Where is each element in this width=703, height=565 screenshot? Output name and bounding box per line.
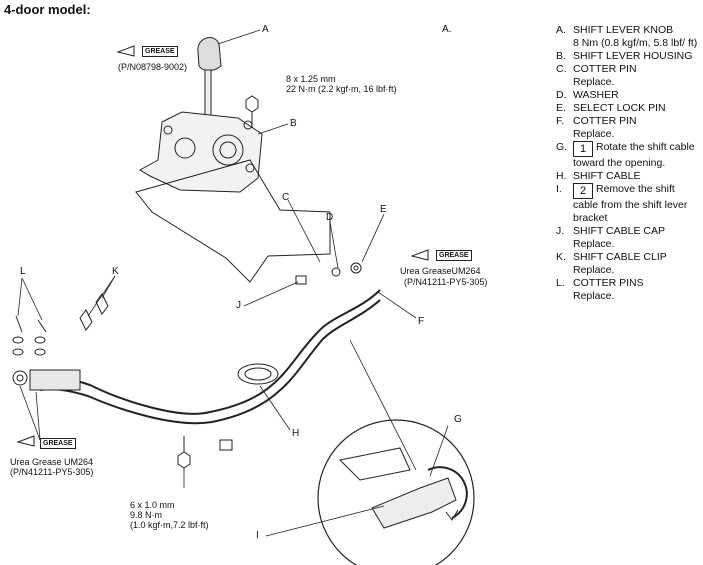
shift-knob-shape [197,37,222,71]
callout-f: F [418,316,425,327]
grease-tube-top-icon [116,45,135,57]
legend-item: H. SHIFT CABLE [556,170,701,183]
callout-i: I [256,530,259,541]
shift-lever-housing-shape [139,111,263,193]
legend-text: COTTER PINS [573,277,644,289]
legend-letter: J. [556,225,565,237]
urea-right-part-number: (P/N41211-PY5-305) [404,277,488,287]
legend-text: SHIFT CABLE CLIP [573,251,667,263]
legend-letter: B. [556,50,566,62]
legend-note: Replace. [573,238,615,250]
legend-letter: G. [556,141,568,153]
grease-top-part-number: (P/N08798-9002) [118,62,188,72]
bracket-outline [135,159,331,283]
bolt-top-size: 8 x 1.25 mm [286,74,336,84]
legend-letter: I. [556,183,562,195]
legend-text: COTTER PIN [573,63,637,75]
legend-note: Replace. [573,76,615,88]
legend-text: SHIFT LEVER HOUSING [573,50,693,62]
bolt-bottom-size: 6 x 1.0 mm [130,500,175,510]
grease-tube-right-icon [410,249,429,261]
page-title: 4-door model: [4,2,91,17]
legend-letter: E. [556,102,566,114]
urea-left-name: Urea Grease UM264 [10,457,94,467]
step-number-box: 1 [573,141,593,157]
legend-text: SHIFT LEVER KNOB [573,24,674,36]
grease-tube-left-icon [16,435,35,447]
legend-text: WASHER [573,89,619,101]
detail-circle [317,419,475,565]
legend-item: A. SHIFT LEVER KNOB [556,24,701,37]
legend-text: COTTER PIN [573,115,637,127]
urea-right-tag: GREASE [436,250,472,261]
legend-text: SHIFT CABLE [573,170,641,182]
legend-item: D. WASHER [556,89,701,102]
legend-item: F. COTTER PIN [556,115,701,128]
legend-letter: D. [556,89,567,101]
callout-b: B [290,118,297,129]
urea-left-tag: GREASE [40,438,76,449]
callout-l: L [20,266,26,277]
legend-item: L. COTTER PINS [556,277,701,290]
legend-item: K. SHIFT CABLE CLIP [556,251,701,264]
legend-letter: C. [556,63,567,75]
callout-g: G [454,414,462,425]
legend-text: SHIFT CABLE CAP [573,225,665,237]
callout-h: H [292,428,300,439]
view-label: A. [442,24,452,35]
callout-c: C [282,192,290,203]
bolt-bottom-torque-imperial: (1.0 kgf·m,7.2 lbf·ft) [130,520,209,530]
legend-item: J. SHIFT CABLE CAP [556,225,701,238]
legend-letter: H. [556,170,567,182]
legend-letter: K. [556,251,566,263]
grease-top-tag: GREASE [142,46,178,57]
bolt-top-torque: 22 N·m (2.2 kgf·m, 16 lbf·ft) [286,84,397,94]
urea-left-part-number: (P/N41211-PY5-305) [10,467,94,477]
bolt-bottom-torque: 9.8 N·m [130,510,163,520]
callout-a: A [262,24,269,35]
legend-note: 8 Nm (0.8 kgf/m, 5.8 lbf/ ft) [573,37,698,49]
legend-letter: L. [556,277,565,289]
legend-letter: A. [556,24,566,36]
shift-cable-path [39,289,381,415]
legend-note: Replace. [573,128,615,140]
legend-item: B. SHIFT LEVER HOUSING [556,50,701,63]
shift-lever-rod [204,69,212,121]
callout-j: J [236,300,241,311]
legend-item: E. SELECT LOCK PIN [556,102,701,115]
callout-k: K [112,266,119,277]
callout-e: E [380,204,387,215]
legend-note: Replace. [573,264,615,276]
legend-text: SELECT LOCK PIN [573,102,666,114]
legend-letter: F. [556,115,565,127]
urea-right-name: Urea GreaseUM264 [400,266,481,276]
legend-item: C. COTTER PIN [556,63,701,76]
legend-note: Replace. [573,290,615,302]
callout-d: D [326,212,334,223]
step-number-box: 2 [573,183,593,199]
